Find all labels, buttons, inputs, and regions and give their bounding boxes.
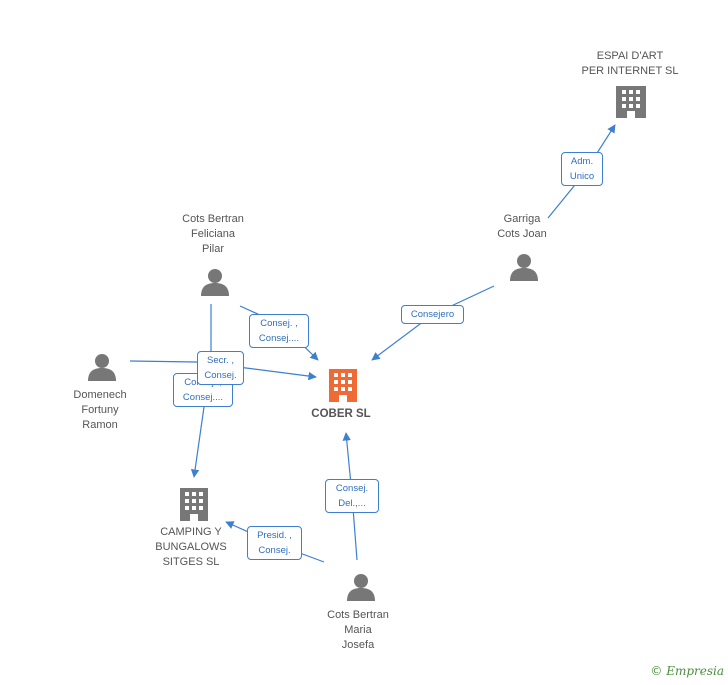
brand-logo: © Empresia [650, 664, 724, 678]
node-label-domenech[interactable]: Domenech Fortuny Ramon [73, 389, 127, 431]
copyright-icon: © [650, 664, 663, 678]
brand-name: Empresia [666, 664, 724, 678]
node-label-cober[interactable]: COBER SL [311, 408, 371, 420]
node-label-espai[interactable]: ESPAI D'ART PER INTERNET SL [581, 50, 679, 77]
building-icon [616, 86, 646, 118]
edge-label-secr-consej[interactable]: Secr. , Consej. [197, 351, 244, 385]
edge-label-presid-consej[interactable]: Presid. , Consej. [247, 526, 302, 560]
node-label-camping[interactable]: CAMPING Y BUNGALOWS SITGES SL [155, 526, 227, 568]
node-label-feliciana[interactable]: Cots Bertran Feliciana Pilar [182, 213, 244, 255]
building-icon [180, 488, 208, 521]
edge-label-consej-feliciana[interactable]: Consej. , Consej.... [249, 314, 309, 348]
person-icon [201, 269, 229, 296]
person-icon [510, 254, 538, 281]
person-icon [88, 354, 116, 381]
node-label-garriga[interactable]: Garriga Cots Joan [497, 213, 547, 240]
edge-label-consejero[interactable]: Consejero [401, 305, 464, 324]
edge-label-adm-unico[interactable]: Adm. Unico [561, 152, 603, 186]
edge-label-consej-del[interactable]: Consej. Del.,... [325, 479, 379, 513]
building-icon-main [329, 369, 357, 402]
node-label-maria[interactable]: Cots Bertran Maria Josefa [327, 609, 389, 651]
person-icon [347, 574, 375, 601]
